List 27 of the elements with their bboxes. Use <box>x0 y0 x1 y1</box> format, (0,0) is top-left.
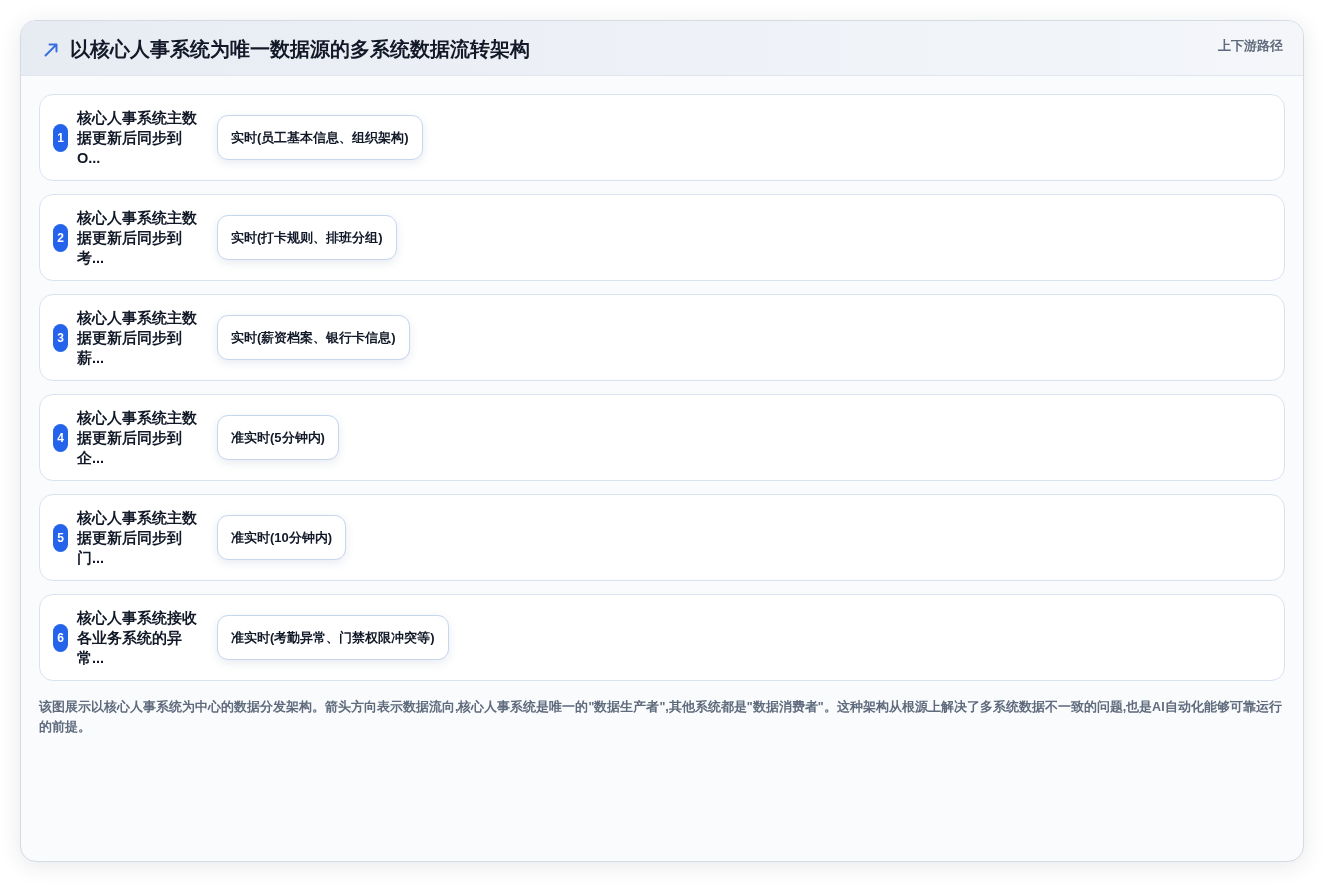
step-description: 核心人事系统主数据更新后同步到薪... <box>77 308 198 368</box>
timing-tag: 准实时(10分钟内) <box>217 515 347 560</box>
step-row <box>39 294 1285 381</box>
step-description: 核心人事系统接收各业务系统的异常... <box>77 608 198 668</box>
step-row <box>39 594 1285 681</box>
timing-tag: 实时(员工基本信息、组织架构) <box>217 115 423 160</box>
step-description: 核心人事系统主数据更新后同步到O... <box>77 108 198 168</box>
timing-tag: 实时(打卡规则、排班分组) <box>217 215 397 260</box>
header-label: 上下游路径 <box>1218 37 1283 55</box>
step-row <box>39 394 1285 481</box>
step-number: 2 <box>53 223 68 252</box>
step-row <box>39 494 1285 581</box>
step-description: 核心人事系统主数据更新后同步到门... <box>77 508 198 568</box>
timing-tag: 准实时(5分钟内) <box>217 415 339 460</box>
step-number: 6 <box>53 623 68 652</box>
step-number: 4 <box>53 423 68 452</box>
diagram-title: 以核心人事系统为唯一数据源的多系统数据流转架构 <box>70 37 530 62</box>
caption-text: 该图展示以核心人事系统为中心的数据分发架构。箭头方向表示数据流向,核心人事系统是唯一的"数据生产者",其他系统都是"数据消费者"。这种架构从根源上解决了多系统数据不一致的问题,也是AI自动化能够可靠运行的前提。 <box>39 698 1283 736</box>
timing-tag: 准实时(考勤异常、门禁权限冲突等) <box>217 615 449 660</box>
step-number: 5 <box>53 523 68 552</box>
step-description: 核心人事系统主数据更新后同步到考... <box>77 208 198 268</box>
step-row <box>39 194 1285 281</box>
step-description: 核心人事系统主数据更新后同步到企... <box>77 408 198 468</box>
step-number: 1 <box>53 123 68 152</box>
step-row <box>39 94 1285 181</box>
timing-tag: 实时(薪资档案、银行卡信息) <box>217 315 410 360</box>
step-number: 3 <box>53 323 68 352</box>
